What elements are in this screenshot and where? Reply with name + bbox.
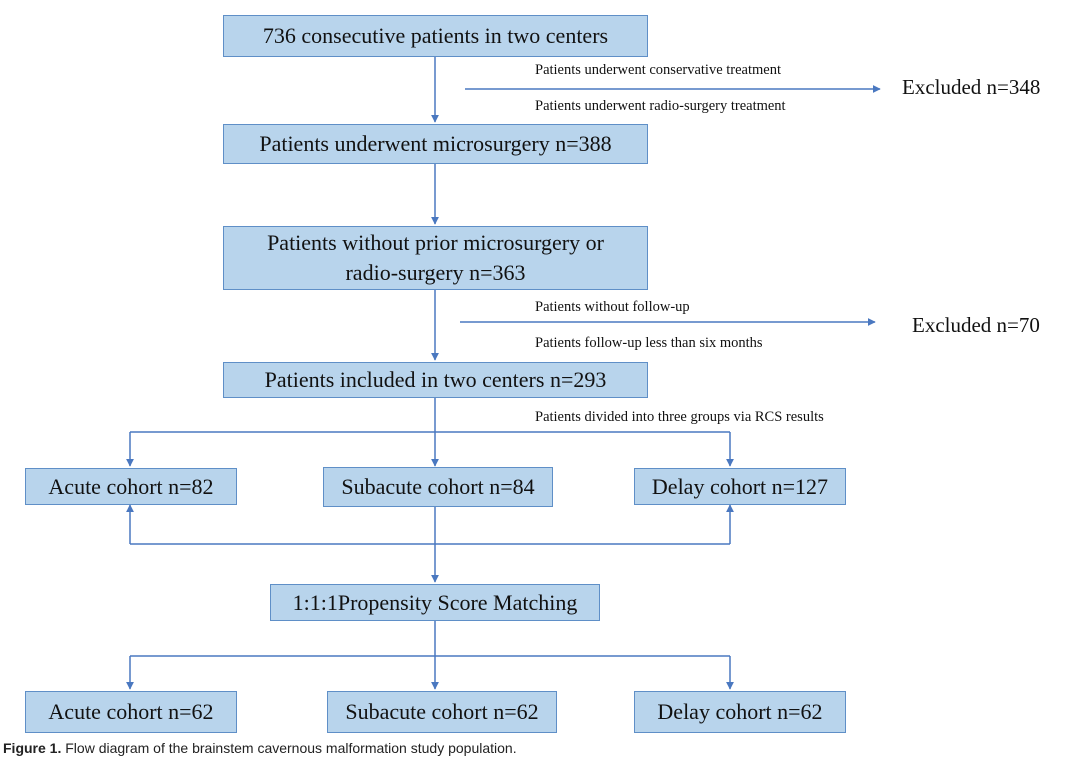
box-included-label: Patients included in two centers n=293 (264, 367, 607, 393)
excluded-label-2: Excluded n=70 (912, 313, 1040, 337)
figure-caption: Figure 1. Flow diagram of the brainstem … (3, 740, 517, 756)
box-without-prior-line1: Patients without prior microsurgery or (267, 230, 604, 256)
box-included: Patients included in two centers n=293 (223, 362, 648, 398)
note-without-followup: Patients without follow-up (535, 299, 690, 315)
box-acute-cohort: Acute cohort n=82 (25, 468, 237, 505)
box-microsurgery-label: Patients underwent microsurgery n=388 (259, 131, 612, 157)
note-divided-groups: Patients divided into three groups via R… (535, 409, 824, 425)
box-subacute-label: Subacute cohort n=84 (341, 474, 535, 500)
box-acute-matched: Acute cohort n=62 (25, 691, 237, 733)
box-consecutive-patients: 736 consecutive patients in two centers (223, 15, 648, 57)
box-delay-cohort: Delay cohort n=127 (634, 468, 846, 505)
box-subacute-cohort: Subacute cohort n=84 (323, 467, 553, 507)
box-delay-label: Delay cohort n=127 (651, 473, 829, 499)
excluded-label-1: Excluded n=348 (902, 75, 1041, 99)
box-subacute-matched: Subacute cohort n=62 (327, 691, 557, 733)
box-delay-matched: Delay cohort n=62 (634, 691, 846, 733)
box-without-prior: Patients without prior microsurgery or r… (223, 226, 648, 290)
note-short-followup: Patients follow-up less than six months (535, 335, 763, 351)
note-radiosurgery-treatment: Patients underwent radio-surgery treatme… (535, 98, 786, 114)
box-subacute-matched-label: Subacute cohort n=62 (345, 699, 539, 725)
caption-text: Flow diagram of the brainstem cavernous … (61, 740, 517, 756)
box-microsurgery: Patients underwent microsurgery n=388 (223, 124, 648, 164)
box-acute-matched-label: Acute cohort n=62 (48, 699, 214, 725)
box-delay-matched-label: Delay cohort n=62 (657, 699, 823, 725)
box-without-prior-line2: radio-surgery n=363 (345, 260, 526, 285)
caption-label: Figure 1. (3, 740, 62, 756)
box-acute-label: Acute cohort n=82 (48, 473, 214, 499)
box-consecutive-label: 736 consecutive patients in two centers (262, 23, 609, 49)
note-conservative-treatment: Patients underwent conservative treatmen… (535, 62, 782, 78)
box-propensity-matching: 1:1:1Propensity Score Matching (270, 584, 600, 621)
box-psm-label: 1:1:1Propensity Score Matching (292, 589, 578, 615)
